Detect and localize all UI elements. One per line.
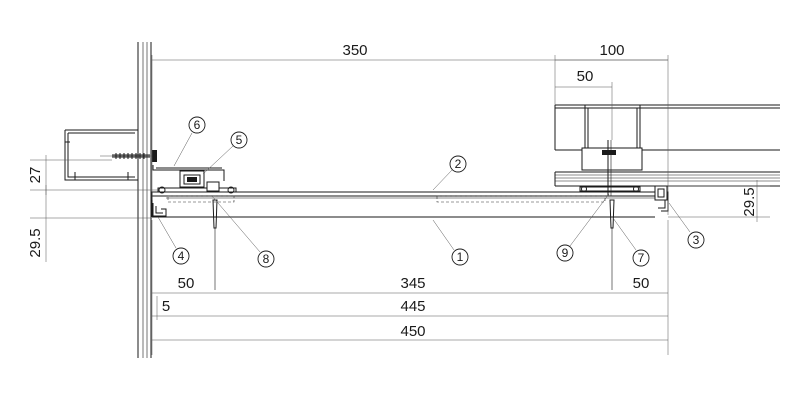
dim-label-50-bottom-right: 50 bbox=[633, 275, 650, 292]
dim-label-450: 450 bbox=[400, 323, 425, 340]
left-hanger-assembly bbox=[157, 170, 237, 194]
svg-text:2: 2 bbox=[455, 157, 462, 171]
panel-screw-left bbox=[212, 199, 218, 290]
dim-label-5: 5 bbox=[162, 298, 170, 315]
dim-bottom-row1: 50 345 50 bbox=[151, 220, 669, 355]
wall-screw bbox=[112, 150, 157, 162]
svg-text:4: 4 bbox=[178, 249, 185, 263]
callout-4: 4 bbox=[157, 216, 190, 265]
svg-text:3: 3 bbox=[693, 233, 700, 247]
dim-right-29-5: 29.5 bbox=[668, 180, 770, 222]
callout-6: 6 bbox=[173, 116, 206, 167]
dim-label-350: 350 bbox=[342, 42, 367, 59]
callout-9: 9 bbox=[556, 193, 610, 262]
dim-label-29-5-right: 29.5 bbox=[741, 187, 758, 216]
wall-stud-channel bbox=[64, 129, 152, 181]
dim-label-345: 345 bbox=[400, 275, 425, 292]
svg-text:9: 9 bbox=[562, 246, 569, 260]
callout-3: 3 bbox=[668, 202, 705, 249]
dim-top-50: 50 bbox=[554, 55, 613, 140]
left-edge-clip bbox=[152, 203, 167, 217]
right-beam bbox=[554, 104, 780, 171]
dim-label-27: 27 bbox=[27, 167, 44, 184]
dim-label-50-bottom-left: 50 bbox=[178, 275, 195, 292]
dim-left-29-5: 29.5 bbox=[27, 185, 152, 262]
dim-label-50-top: 50 bbox=[577, 68, 594, 85]
dim-top-350: 350 bbox=[151, 42, 668, 200]
callout-8: 8 bbox=[211, 195, 275, 268]
callout-7: 7 bbox=[612, 217, 650, 267]
wall-section bbox=[137, 42, 152, 358]
ceiling-panel bbox=[151, 191, 669, 218]
svg-text:7: 7 bbox=[638, 251, 645, 265]
dim-bottom-row3: 450 bbox=[152, 323, 668, 341]
dim-label-445: 445 bbox=[400, 298, 425, 315]
callout-2: 2 bbox=[432, 155, 467, 191]
dim-bottom-row2: 5 445 bbox=[152, 296, 668, 320]
svg-text:8: 8 bbox=[263, 252, 270, 266]
svg-text:5: 5 bbox=[236, 133, 243, 147]
dim-left-27: 27 bbox=[27, 155, 158, 195]
callout-5: 5 bbox=[202, 131, 248, 175]
svg-text:1: 1 bbox=[457, 250, 464, 264]
panel-screw-right bbox=[609, 199, 615, 290]
dim-label-100: 100 bbox=[599, 42, 624, 59]
wall-angle-bracket bbox=[152, 165, 225, 181]
right-runner-bars bbox=[554, 171, 780, 187]
svg-text:6: 6 bbox=[194, 118, 201, 132]
right-edge-clip bbox=[654, 185, 668, 201]
right-hanger-rod bbox=[579, 140, 641, 196]
callout-1: 1 bbox=[432, 219, 469, 266]
dim-top-100: 100 bbox=[555, 42, 669, 215]
dim-label-29-5-left: 29.5 bbox=[27, 228, 44, 257]
